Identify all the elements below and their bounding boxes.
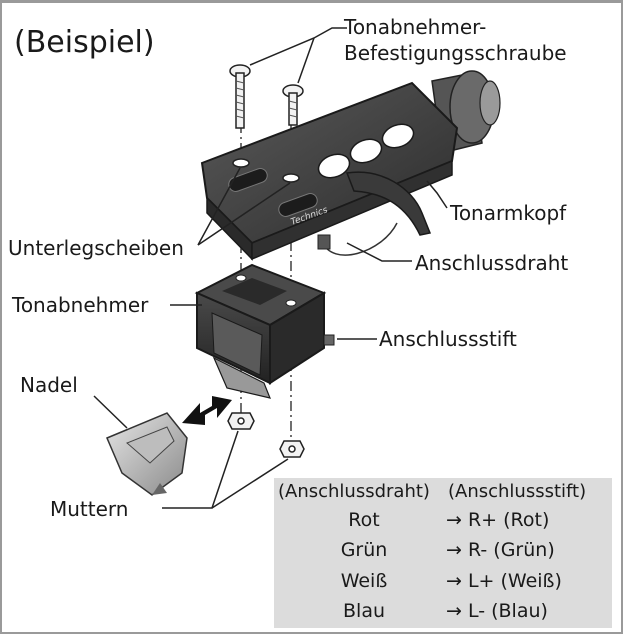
label-washers: Unterlegscheiben: [8, 236, 184, 260]
label-pin: Anschlussstift: [379, 327, 517, 351]
label-headshell: Tonarmkopf: [450, 201, 567, 225]
label-lead-wire: Anschlussdraht: [415, 251, 569, 275]
table-cell-pin: → L- (Blau): [446, 600, 548, 622]
table-header-pin: (Anschlussstift): [448, 481, 587, 502]
label-screw-line2: Befestigungsschraube: [344, 41, 567, 65]
headshell: [200, 81, 459, 261]
label-nuts: Muttern: [50, 497, 129, 521]
table-cell-pin: → R- (Grün): [446, 539, 555, 561]
diagram-title: (Beispiel): [14, 25, 155, 60]
cartridge: [194, 263, 335, 399]
label-stylus: Nadel: [20, 373, 78, 397]
stylus: [106, 412, 188, 496]
insert-remove-arrow: [182, 396, 232, 425]
leader-lines: [93, 27, 448, 509]
table-cell-wire: Blau: [343, 600, 385, 622]
wiring-table: (Anschlussdraht) (Anschlussstift) Rot → …: [274, 478, 612, 628]
nuts: [227, 412, 305, 458]
table-cell-wire: Grün: [340, 539, 388, 561]
table-cell-wire: Weiß: [340, 570, 388, 592]
table-cell-pin: → L+ (Weiß): [446, 570, 562, 592]
table-cell-pin: → R+ (Rot): [446, 509, 550, 531]
table-header-wire: (Anschlussdraht): [278, 481, 430, 502]
cartridge-assembly-illustration: Technics: [93, 27, 501, 509]
table-cell-wire: Rot: [348, 509, 380, 531]
label-screw-line1: Tonabnehmer-: [344, 15, 487, 39]
washers: [232, 158, 300, 183]
label-cartridge: Tonabnehmer: [12, 293, 149, 317]
